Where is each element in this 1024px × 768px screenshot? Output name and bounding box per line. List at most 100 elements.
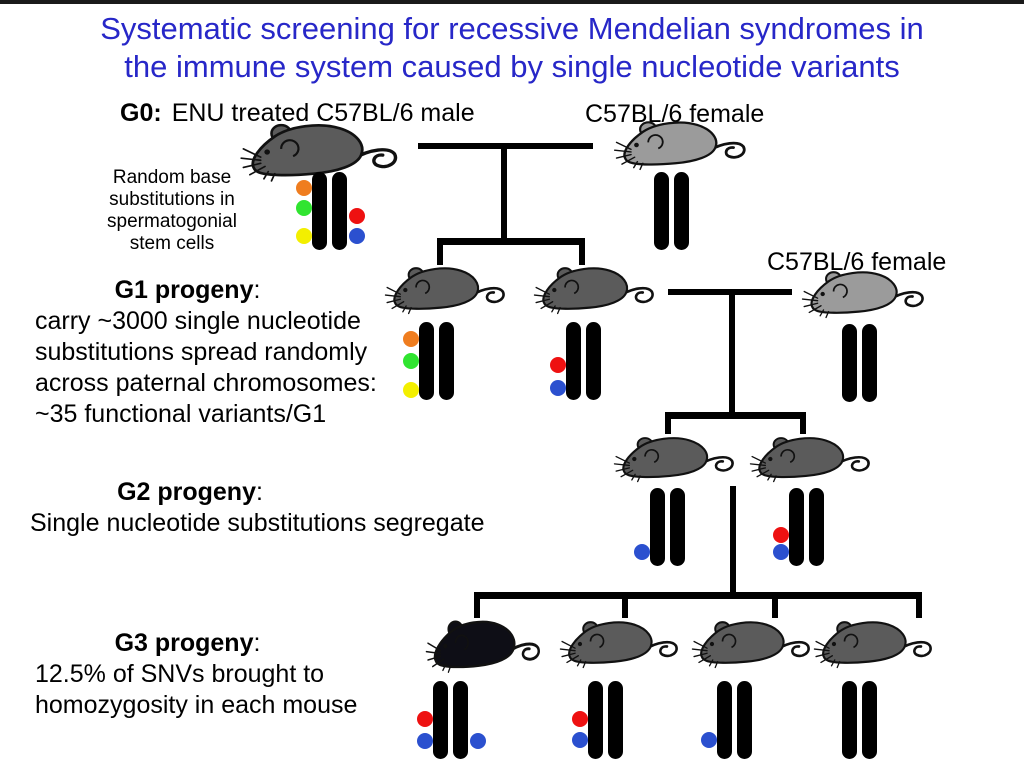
mouse-body: [758, 437, 845, 479]
g0-note-line1: Random base: [112, 167, 232, 188]
mouse-ear: [447, 620, 464, 638]
chromosomes-g2-1: [634, 488, 685, 566]
mouse-tail: [774, 640, 810, 658]
mouse-g3-2: [558, 618, 680, 670]
mouse-ear-mark: [589, 633, 605, 649]
mouse-eye: [768, 456, 773, 462]
chromosome-bar: [717, 681, 732, 759]
mouse-body: [622, 437, 709, 479]
red-variant-dot: [417, 711, 433, 727]
mouse-ear: [556, 267, 574, 283]
g3-heading-colon: :: [253, 629, 261, 657]
blue-variant-dot: [550, 380, 566, 396]
chromosome-bar: [588, 681, 603, 759]
mouse-g1-male-1: [383, 264, 507, 316]
mouse-body: [251, 124, 364, 177]
slide-title-line2: the immune system caused by single nucle…: [124, 49, 900, 84]
g1-text-line4: ~35 functional variants/G1: [35, 400, 327, 428]
chromosome-bar: [862, 324, 877, 402]
mouse-ear-mark: [780, 449, 796, 463]
g0-note: Random base substitutions in spermatogon…: [82, 167, 262, 255]
g0-mating-line-vertical: [501, 143, 507, 243]
blue-variant-dot: [634, 544, 650, 560]
g3-sibling-stub-4: [916, 592, 922, 618]
mouse-ear-mark: [647, 134, 664, 150]
mouse-ear: [636, 437, 654, 452]
red-variant-dot: [550, 357, 566, 373]
g3-sibling-stub-2: [622, 592, 628, 618]
mouse-eye: [403, 287, 408, 293]
g0-note-line2: substitutions in: [109, 189, 235, 210]
blue-variant-dot: [470, 733, 486, 749]
chromosomes-g3-4: [842, 681, 877, 759]
chromosome-bar: [789, 488, 804, 566]
mouse-tail: [469, 286, 505, 304]
mouse-tail: [706, 141, 746, 159]
chromosome-bar: [862, 681, 877, 759]
mouse-body: [568, 621, 653, 664]
mouse-g3-1-homozygous-black: [424, 617, 542, 675]
mouse-g2-2: [748, 434, 872, 484]
mouse-tail: [642, 640, 678, 658]
mouse-g3-3: [690, 618, 812, 670]
g0-label-bold: G0:: [120, 99, 162, 127]
mouse-whiskers: [425, 642, 452, 673]
mouse-whiskers: [749, 455, 777, 483]
g0-label: G0:ENU treated C57BL/6 male: [120, 99, 475, 128]
chromosome-bar: [842, 681, 857, 759]
g2-heading-bold: G2 progeny: [117, 478, 256, 506]
g1-female-label: C57BL/6 female: [767, 248, 947, 276]
g3-sibling-stub-3: [772, 592, 778, 618]
mouse-tail: [698, 455, 734, 472]
mouse-g2-1: [612, 434, 736, 484]
g2-heading: G2 progeny:: [0, 478, 380, 507]
g3-text-line2: homozygosity in each mouse: [35, 691, 358, 719]
chromosomes-g3-1: [417, 681, 486, 759]
g1-text-line1: carry ~3000 single nucleotide: [35, 307, 361, 335]
mouse-ear-mark: [721, 633, 737, 649]
mouse-ear-mark: [832, 283, 848, 299]
g2-text-line1: Single nucleotide substitutions segregat…: [30, 509, 485, 537]
mouse-body: [700, 621, 785, 664]
slide-title-line1: Systematic screening for recessive Mende…: [100, 11, 924, 46]
slide-title: Systematic screening for recessive Mende…: [0, 10, 1024, 86]
g3-text-line1: 12.5% of SNVs brought to: [35, 660, 325, 688]
chromosome-bar: [650, 488, 665, 566]
chromosome-bar: [312, 172, 327, 250]
green-variant-dot: [403, 353, 419, 369]
g2-intercross-line-vertical: [730, 486, 736, 598]
slide-top-edge: [0, 0, 1024, 4]
g3-sibling-stub-1: [474, 592, 480, 618]
mouse-ear: [407, 267, 425, 283]
mouse-body: [810, 271, 898, 314]
mouse-ear: [836, 621, 853, 637]
chromosome-bar: [737, 681, 752, 759]
g1-sibling-stub-left: [437, 238, 443, 265]
mouse-eye: [632, 456, 637, 462]
mouse-ear-mark: [280, 139, 300, 158]
chromosome-bar: [332, 172, 347, 250]
mouse-whiskers: [691, 640, 719, 669]
g1-text-line3: across paternal chromosomes:: [35, 369, 377, 397]
chromosome-bar: [419, 322, 434, 400]
g1-mating-line-vertical: [729, 289, 735, 419]
g0-note-line3: spermatogonial: [107, 211, 237, 232]
chromosome-bar: [439, 322, 454, 400]
chromosome-bar: [566, 322, 581, 400]
yellow-variant-dot: [403, 382, 419, 398]
mouse-ear-mark: [415, 279, 431, 295]
mouse-ear-mark: [564, 279, 580, 295]
chromosomes-g0-male: [296, 172, 365, 250]
green-variant-dot: [296, 200, 312, 216]
yellow-variant-dot: [296, 228, 312, 244]
mouse-eye: [264, 149, 270, 155]
blue-variant-dot: [572, 732, 588, 748]
chromosome-bar: [608, 681, 623, 759]
chromosomes-g1-male-2: [550, 322, 601, 400]
chromosome-bar: [809, 488, 824, 566]
chromosome-bar: [654, 172, 669, 250]
g1-heading-bold: G1 progeny: [114, 276, 254, 304]
chromosome-bar: [433, 681, 448, 759]
chromosome-bar: [674, 172, 689, 250]
mouse-tail: [350, 148, 398, 169]
